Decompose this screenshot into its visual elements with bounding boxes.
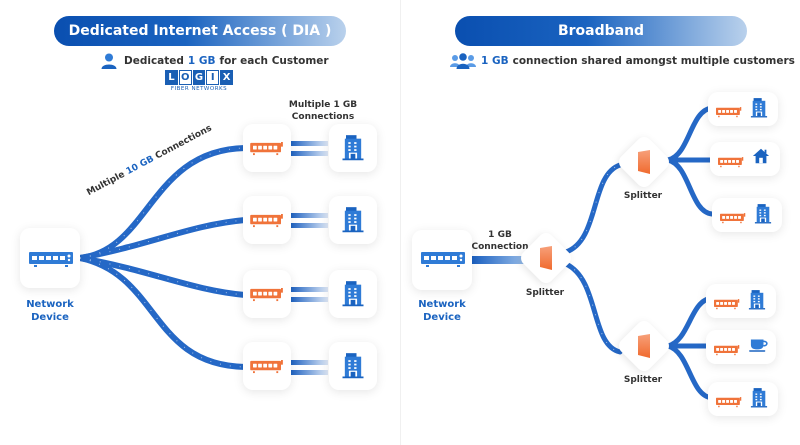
dia-subtitle-pre: Dedicated bbox=[124, 55, 184, 67]
network-switch-icon bbox=[421, 252, 465, 267]
office-building-icon bbox=[748, 290, 766, 310]
upper-fanout-3 bbox=[665, 157, 715, 217]
house-icon bbox=[752, 148, 770, 164]
broadband-network-device-label: Network Device bbox=[412, 298, 472, 324]
office-building-icon bbox=[342, 353, 364, 379]
office-building-icon bbox=[754, 204, 772, 224]
label-line: 1 GB bbox=[488, 230, 512, 240]
office-building-icon bbox=[342, 135, 364, 161]
dia-modem-card bbox=[243, 124, 291, 172]
logo-letter: X bbox=[220, 70, 233, 85]
user-icon bbox=[101, 53, 117, 69]
splitter-icon bbox=[638, 150, 650, 174]
label-line: Device bbox=[31, 312, 69, 323]
dia-customer-site-card bbox=[329, 124, 377, 172]
dia-subtitle-highlight: 1 GB bbox=[187, 55, 216, 67]
broadband-customer-card bbox=[710, 142, 780, 176]
broadband-uplink-label: 1 GB Connection bbox=[470, 229, 530, 253]
office-building-icon bbox=[750, 98, 768, 118]
office-building-icon bbox=[750, 388, 768, 408]
logo-letter: G bbox=[192, 70, 206, 85]
broadband-customer-card bbox=[712, 198, 782, 232]
logo-tagline: FIBER NETWORKS bbox=[170, 86, 228, 92]
modem-icon bbox=[714, 345, 740, 356]
modem-icon bbox=[250, 360, 283, 374]
dia-customer-site-card bbox=[329, 342, 377, 390]
dia-link bbox=[290, 287, 328, 292]
broadband-customer-card bbox=[708, 92, 778, 126]
broadband-subtitle-highlight: 1 GB bbox=[481, 55, 509, 67]
broadband-network-device-card bbox=[412, 230, 472, 290]
dia-network-device-label: Network Device bbox=[20, 298, 80, 324]
section-divider bbox=[400, 0, 401, 445]
modem-icon bbox=[718, 157, 744, 168]
logix-logo: L O G I X FIBER NETWORKS bbox=[165, 70, 233, 92]
splitter-icon bbox=[638, 334, 650, 358]
group-users-icon bbox=[450, 53, 476, 69]
dia-title: Dedicated Internet Access ( DIA ) bbox=[68, 23, 332, 39]
label-line: Network bbox=[26, 299, 74, 310]
office-building-icon bbox=[342, 207, 364, 233]
broadband-customer-card bbox=[706, 330, 776, 364]
broadband-customer-card bbox=[706, 284, 776, 318]
broadband-title-banner: Broadband bbox=[455, 16, 747, 46]
dia-customer-site-card bbox=[329, 196, 377, 244]
dia-modem-card bbox=[243, 342, 291, 390]
lower-fanout-3 bbox=[665, 343, 715, 401]
coffee-cup-icon bbox=[749, 339, 768, 352]
modem-icon bbox=[250, 142, 283, 156]
dia-trunk-4 bbox=[77, 255, 248, 370]
network-switch-icon bbox=[29, 252, 73, 267]
branch-label-line: Multiple 1 GB bbox=[288, 100, 358, 110]
splitter-label: Splitter bbox=[525, 288, 565, 298]
splitter-branch-upper bbox=[563, 162, 623, 255]
splitter-label: Splitter bbox=[623, 191, 663, 201]
upper-fanout-1 bbox=[665, 105, 715, 163]
dia-link bbox=[290, 141, 328, 146]
dia-title-banner: Dedicated Internet Access ( DIA ) bbox=[54, 16, 346, 46]
label-line: Network bbox=[418, 299, 466, 310]
dia-trunk-2 bbox=[77, 217, 248, 261]
label-line: Device bbox=[423, 312, 461, 323]
dia-link bbox=[290, 360, 328, 365]
splitter-label: Splitter bbox=[623, 375, 663, 385]
dia-customer-site-card bbox=[329, 270, 377, 318]
dia-trunk-1 bbox=[77, 145, 248, 261]
modem-icon bbox=[720, 213, 746, 224]
dia-modem-card bbox=[243, 196, 291, 244]
branch-label-line: Connections bbox=[291, 112, 355, 122]
broadband-subtitle-post: connection shared amongst multiple custo… bbox=[512, 55, 795, 67]
dia-subtitle-post: for each Customer bbox=[219, 55, 329, 67]
label-line: Connection bbox=[471, 242, 529, 252]
splitter-branch-lower bbox=[563, 261, 623, 355]
modem-icon bbox=[250, 288, 283, 302]
splitter-icon bbox=[540, 246, 552, 270]
dia-subtitle: Dedicated 1 GB for each Customer bbox=[100, 52, 329, 70]
dia-link bbox=[290, 213, 328, 218]
broadband-title: Broadband bbox=[557, 23, 645, 39]
modem-icon bbox=[716, 397, 742, 408]
dia-network-device-card bbox=[20, 228, 80, 288]
dia-modem-card bbox=[243, 270, 291, 318]
broadband-subtitle: 1 GB connection shared amongst multiple … bbox=[449, 52, 795, 70]
broadband-customer-card bbox=[708, 382, 778, 416]
logo-letter: I bbox=[206, 70, 220, 85]
dia-branch-label: Multiple 1 GB Connections bbox=[278, 99, 368, 123]
logo-letter: O bbox=[178, 70, 192, 85]
modem-icon bbox=[716, 107, 742, 118]
modem-icon bbox=[714, 299, 740, 310]
office-building-icon bbox=[342, 281, 364, 307]
modem-icon bbox=[250, 214, 283, 228]
broadband-uplink bbox=[472, 256, 528, 264]
logo-letter: L bbox=[165, 70, 178, 85]
